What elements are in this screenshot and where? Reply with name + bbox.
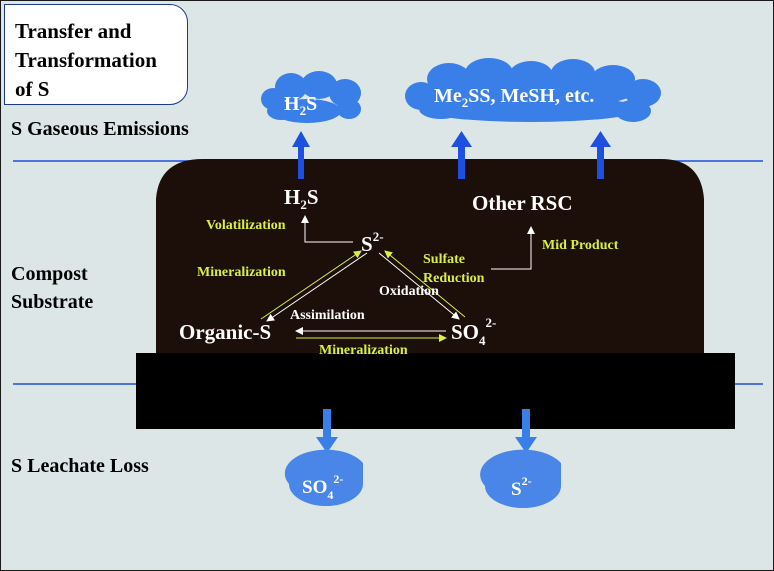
label-assimilation: Assimilation: [290, 308, 365, 323]
drop-s2-label: S2-: [511, 474, 532, 500]
label-mineralization-bottom: Mineralization: [319, 343, 408, 358]
title-line-2: Transformation: [15, 48, 157, 72]
zone-label-compost-line2: Substrate: [11, 291, 94, 313]
arrow-mineralization-left: [260, 250, 362, 320]
node-other-rsc: Other RSC: [472, 191, 573, 215]
label-sulfate: Sulfate: [423, 252, 465, 267]
leachate-arrows: [316, 409, 537, 453]
label-volatilization: Volatilization: [206, 218, 286, 233]
arrow-up-h2s: [292, 131, 310, 179]
label-reduction: Reduction: [423, 271, 485, 286]
label-oxidation: Oxidation: [379, 284, 439, 299]
title-line-3: of S: [15, 77, 50, 101]
arrow-mid-product: [491, 226, 535, 270]
emission-arrows: [292, 131, 611, 179]
label-mineralization-left: Mineralization: [197, 265, 286, 280]
label-mid-product: Mid Product: [542, 238, 619, 253]
zone-label-compost-line1: Compost: [11, 263, 88, 285]
compost-substrate: [156, 159, 704, 361]
arrow-assimilation: [266, 252, 368, 322]
arrow-oxidation: [378, 252, 460, 320]
cloud-rsc-label: Me2SS, MeSH, etc.: [434, 85, 594, 110]
cloud-h2s-label: H2S: [284, 93, 317, 118]
zone-label-gaseous: S Gaseous Emissions: [11, 118, 189, 140]
arrow-up-rsc-2: [590, 131, 611, 179]
arrow-down-so4: [316, 409, 338, 453]
zone-label-leachate: S Leachate Loss: [11, 455, 149, 477]
zone-label-compost: Compost Substrate: [11, 260, 93, 316]
arrow-down-s2: [515, 409, 537, 453]
title-line-1: Transfer and: [15, 19, 132, 43]
drop-so4: [284, 449, 363, 506]
drop-s2: [480, 449, 561, 508]
node-s2: S2-: [361, 229, 384, 256]
arrow-up-rsc-1: [451, 131, 472, 179]
soil-bar: [136, 353, 735, 429]
node-h2s: H2S: [284, 185, 319, 212]
node-so4: SO42-: [451, 315, 496, 348]
arrow-volatilization: [301, 215, 353, 243]
drop-so4-label: SO42-: [302, 472, 343, 502]
node-organic-s: Organic-S: [179, 320, 271, 344]
cloud-rsc: [405, 58, 661, 122]
diagram-title: Transfer and Transformation of S: [15, 17, 157, 104]
arrow-sulfate-reduction: [384, 250, 466, 318]
title-box: Transfer and Transformation of S: [4, 4, 188, 105]
cloud-h2s: [261, 71, 361, 123]
